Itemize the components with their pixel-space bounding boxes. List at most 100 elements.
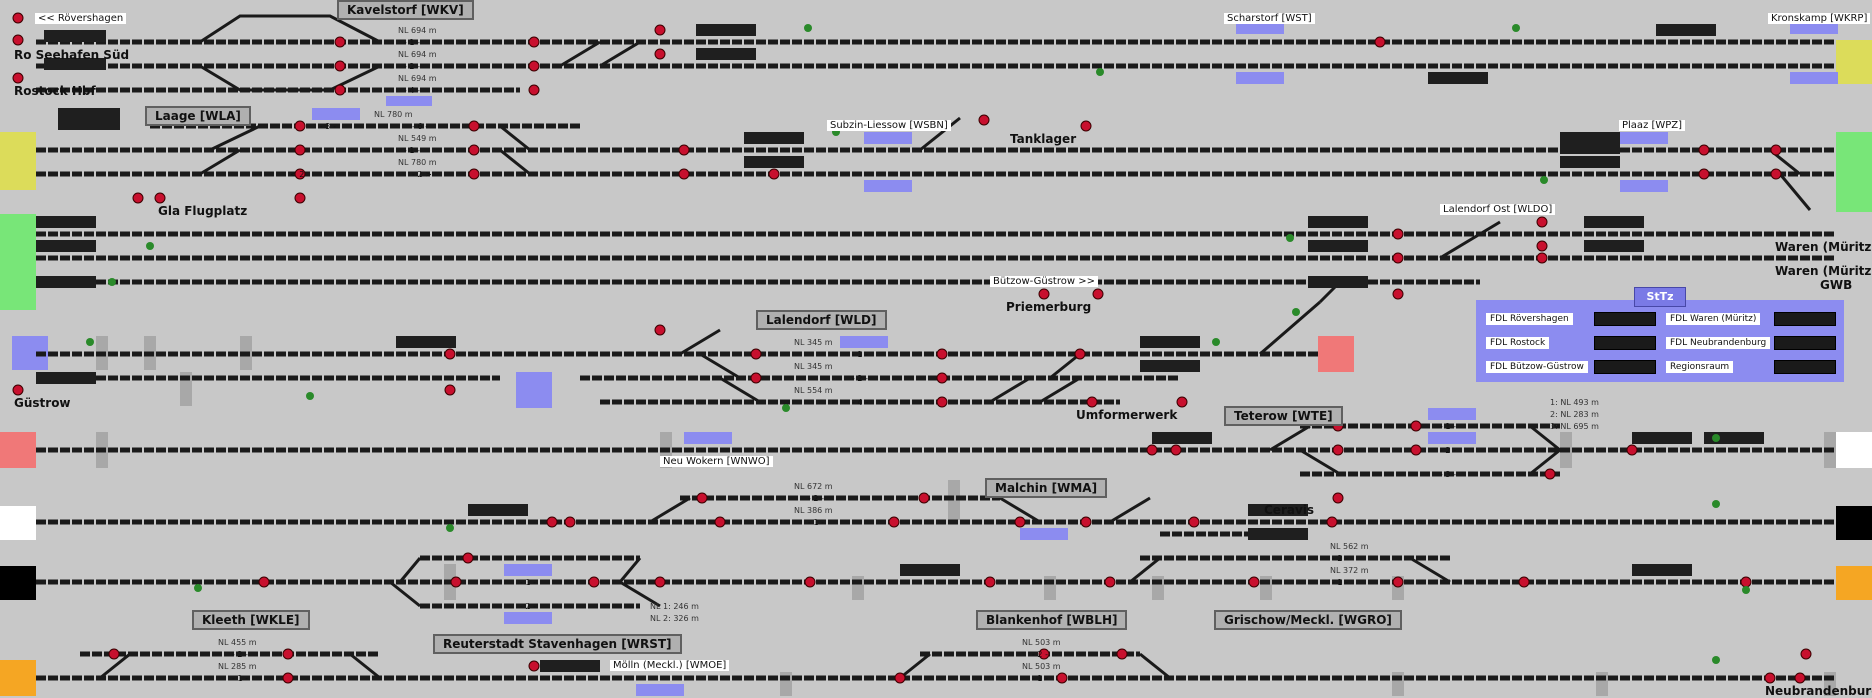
nl-lal3: NL 554 m [794, 386, 833, 395]
svg-text:- 2 -: - 2 - [808, 494, 824, 503]
svg-text:- 2 -: - 2 - [1332, 554, 1348, 563]
svg-text:- 1 -: - 1 - [404, 146, 420, 155]
nl-laa2: NL 549 m [398, 134, 437, 143]
svg-text:- 4 -: - 4 - [852, 398, 868, 407]
fdl-waren-button[interactable]: FDL Waren (Müritz) [1666, 313, 1761, 325]
svg-text:- 2 -: - 2 - [404, 62, 420, 71]
svg-text:- 1 -: - 1 - [1032, 674, 1048, 683]
svg-text:- 1 -: - 1 - [1440, 422, 1456, 431]
nl-laa3: NL 780 m [398, 158, 437, 167]
label-moelln: Mölln (Meckl.) [WMOE] [610, 660, 730, 671]
label-rostock-hbf: Rostock Hbf [14, 84, 96, 98]
label-priemerburg: Priemerburg [1006, 300, 1092, 314]
label-ceravis: Ceravis [1264, 503, 1315, 517]
nl-bla1: NL 503 m [1022, 638, 1061, 647]
edge-patch-yellow-left [0, 132, 36, 190]
nl-mal2: NL 386 m [794, 506, 833, 515]
edge-patch-white-left [0, 506, 36, 540]
label-kronskamp: Kronskamp [WKRP] [1768, 13, 1871, 24]
label-gla-flugplatz: Gla Flugplatz [158, 204, 248, 218]
nl-bla2: NL 503 m [1022, 662, 1061, 671]
svg-text:- 3 -: - 3 - [1440, 470, 1456, 479]
svg-text:- 3 -: - 3 - [320, 122, 336, 131]
fdl-rostock-display [1594, 336, 1656, 350]
label-umformerwerk: Umformerwerk [1076, 408, 1178, 422]
axle-counter-blocks [96, 336, 1836, 696]
label-waren-2[interactable]: Waren (Müritz) [1775, 264, 1872, 278]
regionsraum-button[interactable]: Regionsraum [1666, 361, 1734, 373]
svg-text:- 2 -: - 2 - [232, 650, 248, 659]
svg-text:- 2 >: - 2 > [412, 170, 432, 179]
track-numbers: - 1 - - 2 - - 4 - - 3 - - 6 - - 1 - - 2 > < 2… [232, 38, 1456, 683]
station-malchin[interactable]: Malchin [WMA] [985, 478, 1108, 498]
nl-lal2: NL 345 m [794, 362, 833, 371]
label-lalendorf-ost: Lalendorf Ost [WLDO] [1440, 204, 1556, 215]
label-gwb[interactable]: GWB [1820, 278, 1853, 292]
station-grischow[interactable]: Grischow/Meckl. [WGRO] [1214, 610, 1402, 630]
edge-patch-green-left [0, 214, 36, 310]
station-blankenhof[interactable]: Blankenhof [WBLH] [976, 610, 1128, 630]
svg-text:- 1 -: - 1 - [404, 38, 420, 47]
fdl-waren-display [1774, 312, 1836, 326]
edge-patch-black-right [1836, 506, 1872, 540]
label-scharstorf: Scharstorf [WST] [1224, 13, 1315, 24]
nl-kav2: NL 694 m [398, 50, 437, 59]
nl-mal1: NL 672 m [794, 482, 833, 491]
nl-tet1: 1: NL 493 m [1550, 398, 1599, 407]
tracks [36, 39, 1836, 681]
svg-text:- 1 -: - 1 - [852, 350, 868, 359]
switch-connectors [99, 14, 1812, 680]
fdl-buetzow-button[interactable]: FDL Bützow-Güstrow [1486, 361, 1588, 373]
label-tanklager: Tanklager [1010, 132, 1077, 146]
station-lalendorf[interactable]: Lalendorf [WLD] [756, 310, 887, 330]
nl-reu2: NL 2: 326 m [650, 614, 699, 623]
station-laage[interactable]: Laage [WLA] [145, 106, 251, 126]
svg-text:- 1 -: - 1 - [520, 578, 536, 587]
svg-text:- 4 -: - 4 - [404, 86, 420, 95]
station-kleeth[interactable]: Kleeth [WKLE] [192, 610, 310, 630]
nl-laa1: NL 780 m [374, 110, 413, 119]
occupancy-patches [312, 24, 1838, 696]
edge-patch-red-right [1318, 336, 1354, 372]
label-neubrandenburg[interactable]: Neubrandenburg [1765, 684, 1872, 698]
edge-patch-black-left [0, 566, 36, 600]
nl-lal1: NL 345 m [794, 338, 833, 347]
fdl-neubrandenburg-button[interactable]: FDL Neubrandenburg [1666, 337, 1771, 349]
station-kavelstorf[interactable]: Kavelstorf [WKV] [337, 0, 474, 20]
svg-text:- 1 -: - 1 - [1332, 578, 1348, 587]
station-reuterstadt[interactable]: Reuterstadt Stavenhagen [WRST] [433, 634, 682, 654]
nl-kle2: NL 285 m [218, 662, 257, 671]
edge-patch-green-right [1836, 132, 1872, 212]
nl-kav1: NL 694 m [398, 26, 437, 35]
edge-patch-white-right [1836, 432, 1872, 468]
label-plaaz: Plaaz [WPZ] [1619, 120, 1686, 131]
nl-reu1: NL 1: 246 m [650, 602, 699, 611]
svg-text:- 1 -: - 1 - [232, 674, 248, 683]
signals[interactable] [12, 12, 1812, 684]
svg-text:- 2 -: - 2 - [1032, 650, 1048, 659]
edge-patch-orange-left [0, 660, 36, 696]
nl-tet3: 3: NL 695 m [1550, 422, 1599, 431]
label-ro-seehafen: Ro Seehafen Süd [14, 48, 130, 62]
station-teterow[interactable]: Teterow [WTE] [1224, 406, 1343, 426]
nl-cer1: NL 562 m [1330, 542, 1369, 551]
fdl-rostock-button[interactable]: FDL Rostock [1486, 337, 1550, 349]
edge-patch-orange-right [1836, 566, 1872, 600]
regionsraum-display [1774, 360, 1836, 374]
label-buetzow[interactable]: Bützow-Güstrow >> [990, 276, 1098, 287]
nl-kle1: NL 455 m [218, 638, 257, 647]
svg-text:- 2 -: - 2 - [1440, 446, 1456, 455]
svg-text:< 2: < 2 [290, 170, 304, 179]
nl-kav3: NL 694 m [398, 74, 437, 83]
nl-cer2: NL 372 m [1330, 566, 1369, 575]
fdl-roevershagen-display [1594, 312, 1656, 326]
svg-text:- 6 -: - 6 - [412, 122, 428, 131]
train-number-displays [36, 24, 1764, 672]
label-waren-1[interactable]: Waren (Müritz) [1775, 240, 1872, 254]
label-neu-wokern: Neu Wokern [WNWO] [660, 456, 773, 467]
label-roevershagen[interactable]: << Rövershagen [35, 13, 127, 24]
fdl-roevershagen-button[interactable]: FDL Rövershagen [1486, 313, 1573, 325]
svg-text:- 2 -: - 2 - [852, 374, 868, 383]
edge-patch-yellow-right [1836, 40, 1872, 84]
edge-patch-red-left [0, 432, 36, 468]
